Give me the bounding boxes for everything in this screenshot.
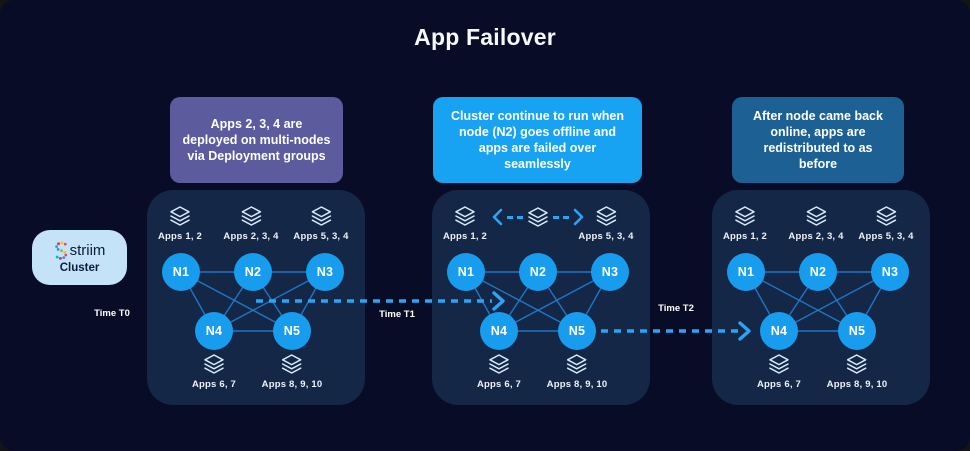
node-n1: N1: [727, 253, 765, 291]
node-n3: N3: [871, 253, 909, 291]
cluster-panel-t0: Apps 1, 2 Apps 2, 3, 4 Apps 5, 3, 4 N1 N…: [147, 190, 365, 405]
node-n4: N4: [195, 312, 233, 350]
app-group: Apps 2, 3, 4: [223, 205, 278, 242]
app-group: Apps 1, 2: [723, 205, 767, 242]
node-n4: N4: [760, 312, 798, 350]
layers-icon: [769, 354, 789, 374]
striim-cluster-badge: striim Cluster: [32, 230, 127, 285]
app-group-label: Apps 5, 3, 4: [578, 231, 634, 242]
striim-brand: striim: [54, 241, 106, 260]
cluster-panel-t1: Apps 1, 2 Apps 5, 3, 4 N1 N2 N3 N4 N5 Ap…: [432, 190, 650, 405]
layers-icon: [170, 206, 190, 226]
dashed-link: [553, 215, 569, 219]
app-group: Apps 6, 7: [477, 353, 521, 390]
app-group: Apps 8, 9, 10: [547, 353, 608, 390]
layers-icon: [596, 206, 616, 226]
callout-redistribute: After node came back online, apps are re…: [732, 97, 904, 183]
app-group: Apps 5, 3, 4: [858, 205, 913, 242]
layers-icon: [735, 206, 755, 226]
node-n3: N3: [591, 253, 629, 291]
cluster-panel-t2: Apps 1, 2 Apps 2, 3, 4 Apps 5, 3, 4 N1 N…: [712, 190, 930, 405]
striim-dotted-s-icon: [54, 241, 67, 260]
app-group-label: Apps 8, 9, 10: [546, 379, 608, 390]
time-label-t0: Time T0: [94, 308, 130, 319]
app-group-label: Apps 6, 7: [756, 379, 802, 390]
app-group: Apps 2, 3, 4: [788, 205, 843, 242]
app-group-label: Apps 8, 9, 10: [826, 379, 888, 390]
callout-deployment: Apps 2, 3, 4 are deployed on multi-nodes…: [170, 97, 343, 183]
app-group: Apps 8, 9, 10: [262, 353, 323, 390]
page-title: App Failover: [414, 24, 556, 50]
node-n3: N3: [306, 253, 344, 291]
node-n5: N5: [273, 312, 311, 350]
node-n2: N2: [234, 253, 272, 291]
layers-icon: [311, 206, 331, 226]
layers-icon: [455, 206, 475, 226]
layers-icon: [528, 207, 548, 227]
brand-name: striim: [69, 242, 106, 259]
app-group-label: Apps 1, 2: [722, 231, 768, 242]
app-group: Apps 6, 7: [757, 353, 801, 390]
app-group-label: Apps 5, 3, 4: [858, 231, 914, 242]
layers-icon: [282, 354, 302, 374]
layers-icon: [567, 354, 587, 374]
app-group-label: Apps 6, 7: [476, 379, 522, 390]
node-n2: N2: [799, 253, 837, 291]
app-group-label: Apps 6, 7: [191, 379, 237, 390]
layers-icon: [204, 354, 224, 374]
app-group: Apps 5, 3, 4: [578, 205, 633, 242]
node-n5: N5: [838, 312, 876, 350]
time-label-t1: Time T1: [379, 309, 415, 320]
app-group: Apps 1, 2: [158, 205, 202, 242]
app-group-label: Apps 5, 3, 4: [293, 231, 349, 242]
chevron-left-icon: [492, 208, 503, 226]
callout-redistribute-text: After node came back online, apps are re…: [753, 108, 883, 172]
apps-failover-redistribution: [491, 206, 585, 228]
callout-deployment-text: Apps 2, 3, 4 are deployed on multi-nodes…: [182, 116, 331, 164]
layers-icon: [876, 206, 896, 226]
layers-icon: [489, 354, 509, 374]
layers-icon: [847, 354, 867, 374]
callout-failover: Cluster continue to run when node (N2) g…: [433, 97, 642, 183]
cluster-label: Cluster: [59, 262, 100, 274]
app-group: Apps 6, 7: [192, 353, 236, 390]
app-group-label: Apps 2, 3, 4: [788, 231, 844, 242]
app-group: Apps 8, 9, 10: [827, 353, 888, 390]
app-group: Apps 5, 3, 4: [293, 205, 348, 242]
time-label-t2: Time T2: [658, 303, 694, 314]
callout-failover-text: Cluster continue to run when node (N2) g…: [451, 108, 624, 172]
layers-icon: [241, 206, 261, 226]
node-n1: N1: [162, 253, 200, 291]
app-group-label: Apps 8, 9, 10: [261, 379, 323, 390]
layers-icon: [806, 206, 826, 226]
node-n5: N5: [558, 312, 596, 350]
app-group-label: Apps 1, 2: [442, 231, 488, 242]
app-group: Apps 1, 2: [443, 205, 487, 242]
node-n1: N1: [447, 253, 485, 291]
node-n2: N2: [519, 253, 557, 291]
node-n4: N4: [480, 312, 518, 350]
app-group-label: Apps 2, 3, 4: [223, 231, 279, 242]
app-group-label: Apps 1, 2: [157, 231, 203, 242]
dashed-link: [507, 215, 523, 219]
